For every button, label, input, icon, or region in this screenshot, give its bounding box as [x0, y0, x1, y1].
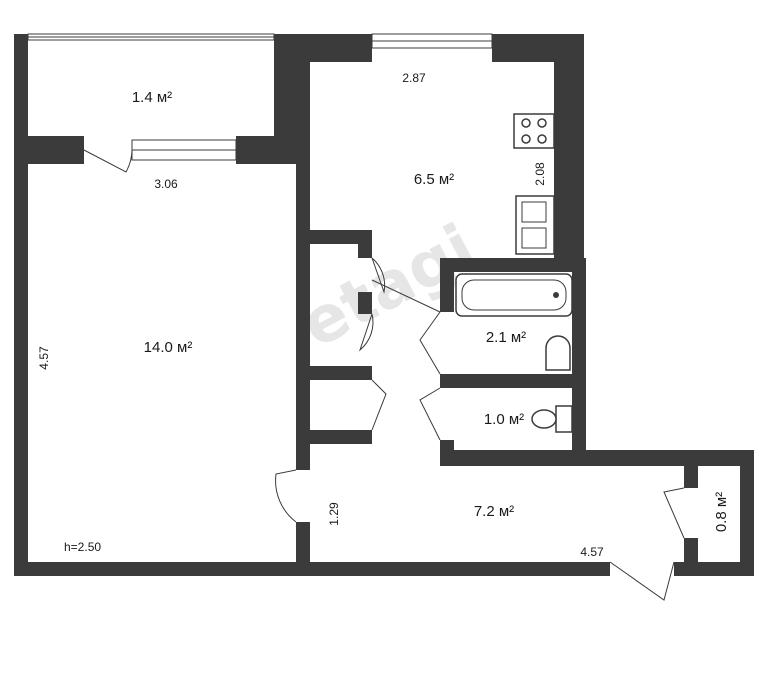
- room-area-living: 14.0 м²: [144, 339, 193, 356]
- room-area-balcony: 1.4 м²: [132, 89, 172, 106]
- bathtub-icon: [455, 273, 573, 317]
- wall-bottom-left: [14, 562, 610, 576]
- fixtures: [455, 113, 573, 433]
- dimension-hall-length: 4.57: [580, 545, 604, 559]
- door-closet4: [663, 487, 685, 539]
- dimension-living-width: 3.06: [154, 177, 178, 191]
- wall-closet2-bottom: [310, 430, 372, 444]
- room-area-toilet: 1.0 м²: [484, 411, 524, 428]
- room-area-bathroom: 2.1 м²: [486, 329, 526, 346]
- windows: [27, 33, 493, 161]
- walls: [14, 34, 754, 576]
- wall-hall-top-right: [586, 450, 754, 466]
- door-closet1: [371, 257, 386, 294]
- door-toilet: [419, 387, 441, 441]
- wall-bottom-right: [674, 562, 754, 576]
- room-area-kitchen: 6.5 м²: [414, 171, 454, 188]
- wall-balcony-right: [236, 136, 296, 164]
- wall-closet1-top: [310, 230, 372, 244]
- dimension-labels: 2.87 2.08 3.06 4.57 4.57 1.29 h=2.50: [37, 71, 604, 559]
- ceiling-height-label: h=2.50: [64, 540, 101, 554]
- door-closet2: [358, 313, 374, 352]
- wall-closet2-top: [310, 366, 372, 380]
- wall-kitchen-right: [554, 34, 584, 258]
- door-living: [275, 469, 297, 523]
- washbasin-icon: [545, 335, 571, 371]
- wall-right-outer: [740, 450, 754, 576]
- wall-balcony-left: [28, 136, 84, 164]
- toilet-tank-icon: [555, 405, 573, 433]
- wall-bath-left: [440, 258, 454, 312]
- wall-closet-jamb-top: [684, 466, 698, 488]
- dimension-kitchen-depth: 2.08: [533, 162, 547, 186]
- wall-living-kitchen: [296, 62, 310, 470]
- wall-bath-toilet: [440, 374, 586, 388]
- dimension-hall-depth: 1.29: [327, 502, 341, 526]
- dimension-kitchen-width: 2.87: [402, 71, 426, 85]
- wall-bath-top: [440, 258, 572, 272]
- wall-left-outer: [14, 34, 28, 576]
- wall-living-hall-bottom: [296, 522, 310, 562]
- room-area-closet: 0.8 м²: [713, 492, 730, 532]
- dimension-living-depth: 4.57: [37, 346, 51, 370]
- room-area-hallway: 7.2 м²: [474, 503, 514, 520]
- wall-bath-right: [572, 258, 586, 466]
- wall-toilet-bottom: [440, 450, 586, 466]
- wall-closet1-jamb: [358, 244, 372, 258]
- wall-closet-jamb-bottom: [684, 538, 698, 562]
- wall-closet-mid: [358, 292, 372, 314]
- door-closet3: [371, 379, 387, 431]
- wall-balcony-side: [274, 34, 296, 136]
- door-kitchen-bath: [371, 279, 441, 375]
- stove-icon: [513, 113, 555, 149]
- toilet-icon: [531, 409, 557, 429]
- door-entrance: [609, 561, 675, 601]
- wall-kitchen-top-left: [296, 34, 372, 62]
- door-balcony: [83, 149, 133, 173]
- doors: [83, 149, 685, 601]
- room-labels: 1.4 м² 14.0 м² 6.5 м² 2.1 м² 1.0 м² 7.2 …: [132, 89, 730, 532]
